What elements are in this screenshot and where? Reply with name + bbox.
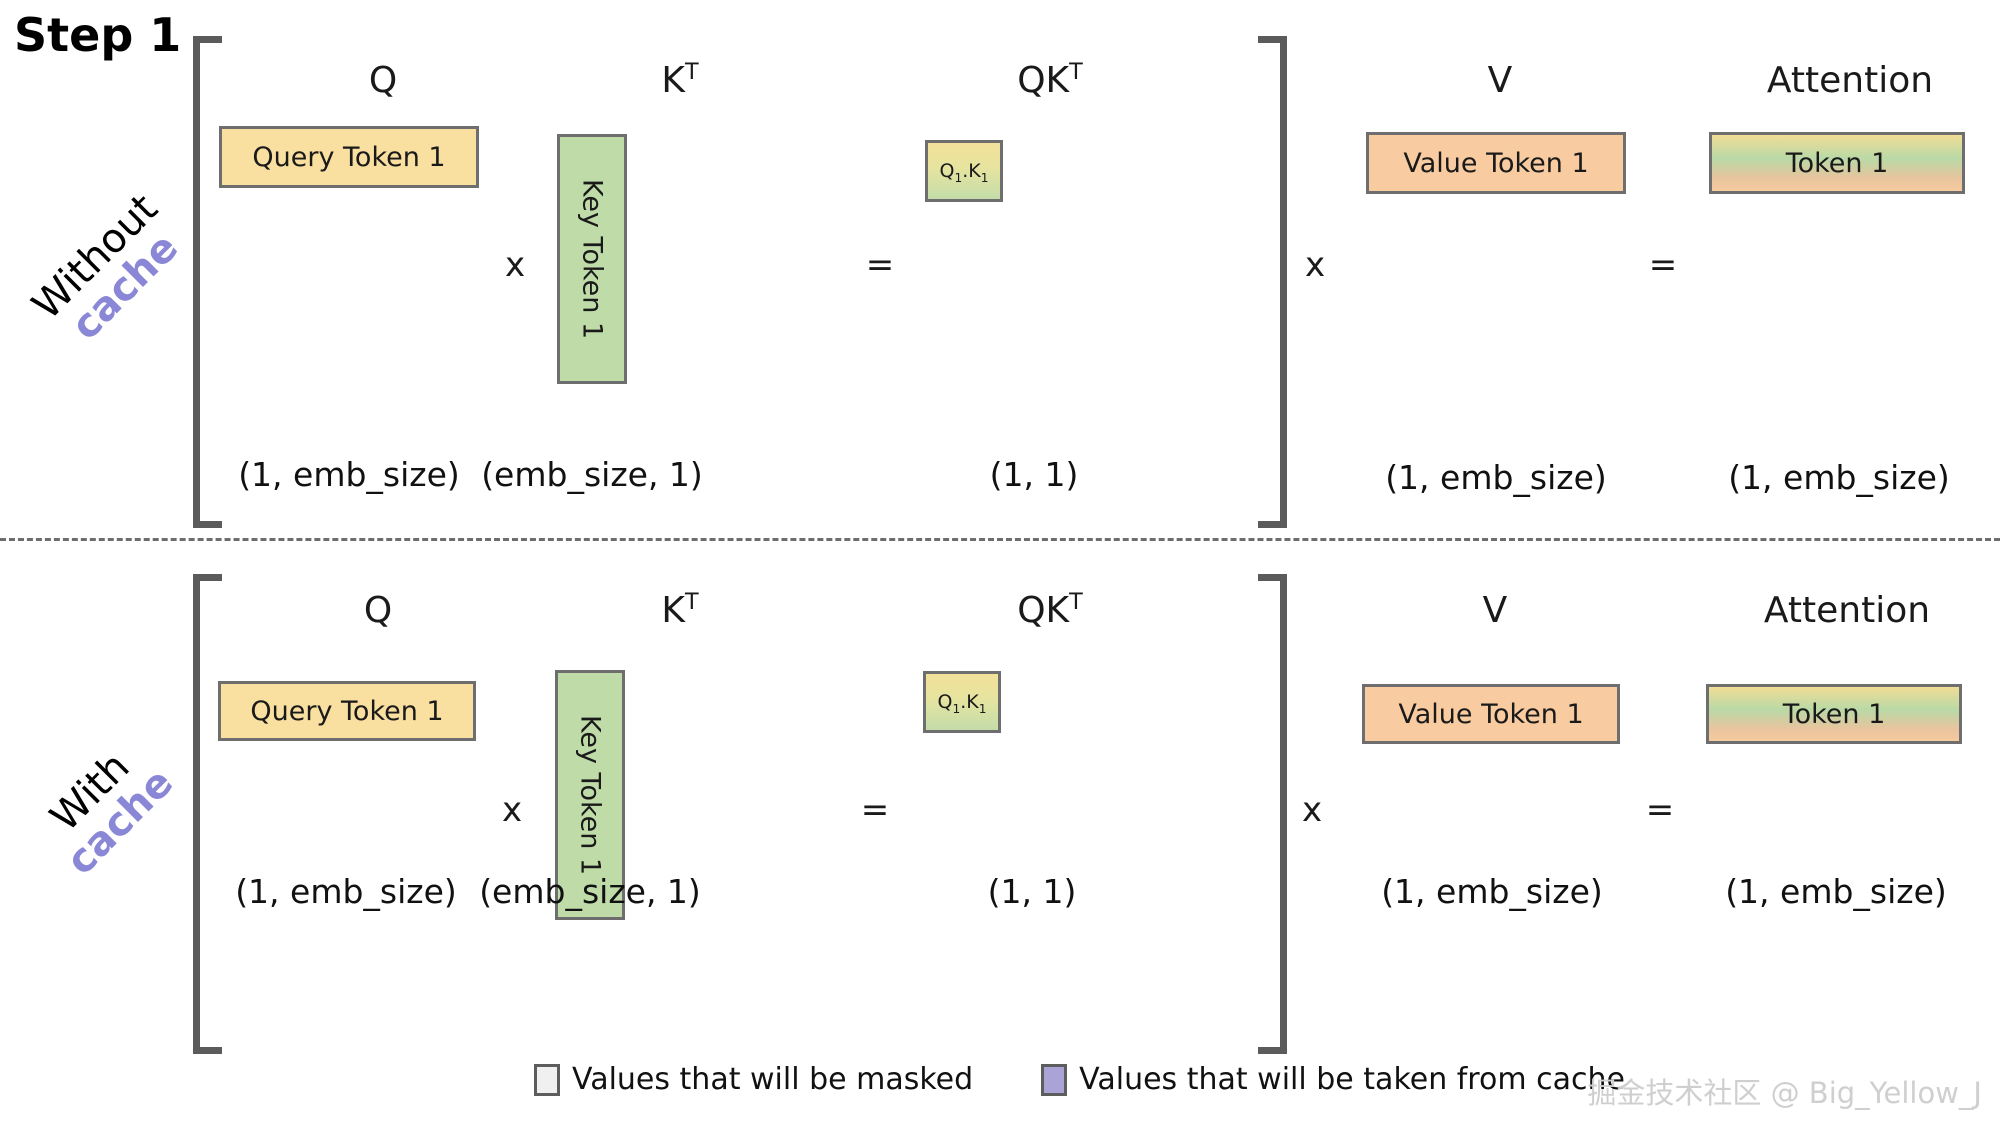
caption-attention-row2: Attention — [1697, 590, 1997, 631]
caption-qkt-row1: QKT — [930, 60, 1170, 101]
dim-v-row2: (1, emb_size) — [1381, 872, 1603, 911]
legend-masked-swatch — [534, 1063, 560, 1096]
value-box-label-2: Value Token 1 — [1398, 698, 1584, 730]
equals-operator-1-text-2: = — [860, 790, 890, 830]
equals-operator-1-text: = — [865, 245, 895, 285]
attention-box-label: Token 1 — [1785, 147, 1889, 179]
dim-attention-row1: (1, emb_size) — [1728, 458, 1950, 497]
caption-q-text: Q — [368, 60, 398, 101]
caption-kt-text: K — [661, 60, 685, 101]
caption-q-row1: Q — [253, 60, 513, 101]
caption-qkt-superscript-2: T — [1069, 589, 1083, 615]
attention-box-row1: Token 1 — [1709, 132, 1965, 194]
left-bracket-row2 — [193, 574, 222, 1054]
legend-masked-label: Values that will be masked — [572, 1062, 974, 1097]
multiply-operator-1-text-2: x — [501, 790, 523, 830]
page-title: Step 1 — [14, 8, 182, 62]
dim-qkt-row2: (1, 1) — [987, 872, 1077, 911]
key-box-row1: Key Token 1 — [557, 134, 627, 384]
caption-qkt-superscript: T — [1069, 59, 1083, 85]
multiply-operator-2-row2: x — [1292, 790, 1332, 830]
right-bracket-row1 — [1258, 36, 1287, 528]
equals-operator-2-row2: = — [1640, 790, 1680, 830]
query-box-row1: Query Token 1 — [219, 126, 479, 188]
dim-qkt-row1: (1, 1) — [989, 455, 1079, 494]
qk-product-label: Q1.K1 — [939, 160, 989, 185]
key-box-label-2: Key Token 1 — [574, 714, 606, 876]
attention-box-label-2: Token 1 — [1782, 698, 1886, 730]
caption-v-row1: V — [1370, 60, 1630, 101]
caption-attention-text-2: Attention — [1763, 590, 1931, 631]
query-box-label-2: Query Token 1 — [250, 695, 444, 727]
caption-attention-text: Attention — [1766, 60, 1934, 101]
multiply-operator-2-row1: x — [1295, 245, 1335, 285]
equals-operator-1-row1: = — [860, 245, 900, 285]
caption-q-row2: Q — [248, 590, 508, 631]
multiply-operator-1-row1: x — [495, 245, 535, 285]
caption-attention-row1: Attention — [1700, 60, 2000, 101]
legend: Values that will be masked Values that w… — [534, 1062, 1625, 1097]
caption-v-text: V — [1487, 60, 1513, 101]
caption-qkt-text: QK — [1017, 60, 1070, 101]
caption-kt-superscript-2: T — [684, 589, 699, 615]
caption-v-row2: V — [1365, 590, 1625, 631]
dim-q-row1: (1, emb_size) — [238, 455, 460, 494]
multiply-operator-1-text: x — [504, 245, 526, 285]
qk-product-box-row1: Q1.K1 — [925, 140, 1003, 202]
caption-kt-row1: KT — [560, 60, 800, 101]
dim-kt-row1: (emb_size, 1) — [481, 455, 703, 494]
equals-operator-2-text: = — [1648, 245, 1678, 285]
qk-product-label-2: Q1.K1 — [937, 691, 987, 716]
caption-kt-row2: KT — [560, 590, 800, 631]
caption-v-text-2: V — [1482, 590, 1508, 631]
dim-attention-row2: (1, emb_size) — [1725, 872, 1947, 911]
multiply-operator-2-text-2: x — [1301, 790, 1323, 830]
value-box-label: Value Token 1 — [1403, 147, 1589, 179]
qk-product-box-row2: Q1.K1 — [923, 671, 1001, 733]
caption-qkt-row2: QKT — [930, 590, 1170, 631]
key-box-row2: Key Token 1 — [555, 670, 625, 920]
left-bracket-row1 — [193, 36, 222, 528]
value-box-row2: Value Token 1 — [1362, 684, 1620, 744]
legend-cached-label: Values that will be taken from cache — [1079, 1062, 1625, 1097]
caption-qkt-text-2: QK — [1017, 590, 1070, 631]
key-box-label: Key Token 1 — [576, 178, 608, 340]
caption-q-text-2: Q — [363, 590, 393, 631]
multiply-operator-2-text: x — [1304, 245, 1326, 285]
query-box-label: Query Token 1 — [252, 141, 446, 173]
right-bracket-row2 — [1258, 574, 1287, 1054]
equals-operator-2-text-2: = — [1645, 790, 1675, 830]
section-divider — [0, 538, 2000, 541]
multiply-operator-1-row2-glyph: x — [492, 790, 532, 830]
caption-kt-superscript: T — [684, 59, 699, 85]
equals-operator-2-row1: = — [1643, 245, 1683, 285]
equals-operator-1-row2: = — [855, 790, 895, 830]
legend-cached-swatch — [1041, 1063, 1068, 1096]
value-box-row1: Value Token 1 — [1366, 132, 1626, 194]
dim-v-row1: (1, emb_size) — [1385, 458, 1607, 497]
caption-kt-text-2: K — [661, 590, 685, 631]
dim-kt-row2: (emb_size, 1) — [479, 872, 701, 911]
query-box-row2: Query Token 1 — [218, 681, 476, 741]
watermark: 掘金技术社区 @ Big_Yellow_J — [1587, 1076, 1982, 1110]
attention-box-row2: Token 1 — [1706, 684, 1962, 744]
dim-q-row2: (1, emb_size) — [235, 872, 457, 911]
